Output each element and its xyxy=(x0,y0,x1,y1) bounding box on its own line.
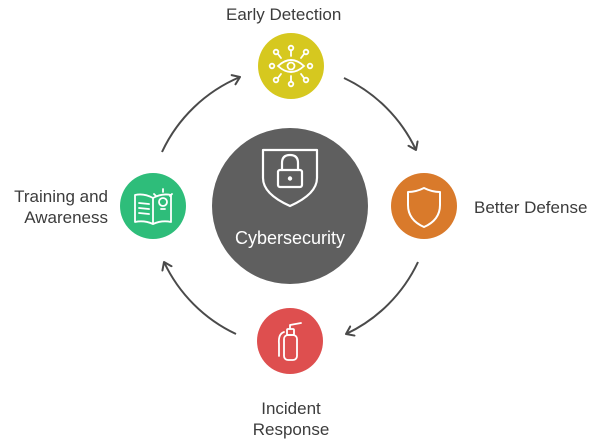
label-training-awareness: Training and Awareness xyxy=(4,186,108,228)
label-line: Early Detection xyxy=(226,5,342,24)
center-node xyxy=(212,128,368,284)
node-circle xyxy=(257,308,323,374)
label-better-defense: Better Defense xyxy=(474,197,587,218)
label-line: Incident xyxy=(261,399,321,418)
node-training-awareness xyxy=(120,173,186,239)
arrow-detection-to-defense xyxy=(343,77,419,151)
arrow-response-to-training xyxy=(161,261,237,335)
arrow-training-to-detection xyxy=(161,74,241,153)
node-circle xyxy=(258,33,324,99)
node-circle xyxy=(391,173,457,239)
fire-extinguisher-icon xyxy=(277,322,302,361)
label-early-detection: Early Detection xyxy=(226,4,341,25)
label-incident-response: Incident Response xyxy=(247,398,335,440)
eye-network-icon xyxy=(268,44,314,88)
book-lightbulb-icon xyxy=(134,188,173,225)
label-line: Training and xyxy=(14,187,108,206)
shield-icon xyxy=(407,187,441,228)
node-incident-response xyxy=(257,308,323,374)
node-better-defense xyxy=(391,173,457,239)
label-line: Better Defense xyxy=(474,198,588,217)
center-label: Cybersecurity xyxy=(234,228,346,248)
lock-shield-icon xyxy=(261,148,319,208)
node-early-detection xyxy=(258,33,324,99)
arrow-defense-to-response xyxy=(345,261,419,337)
label-line: Awareness xyxy=(24,208,108,227)
label-line: Response xyxy=(252,420,330,439)
